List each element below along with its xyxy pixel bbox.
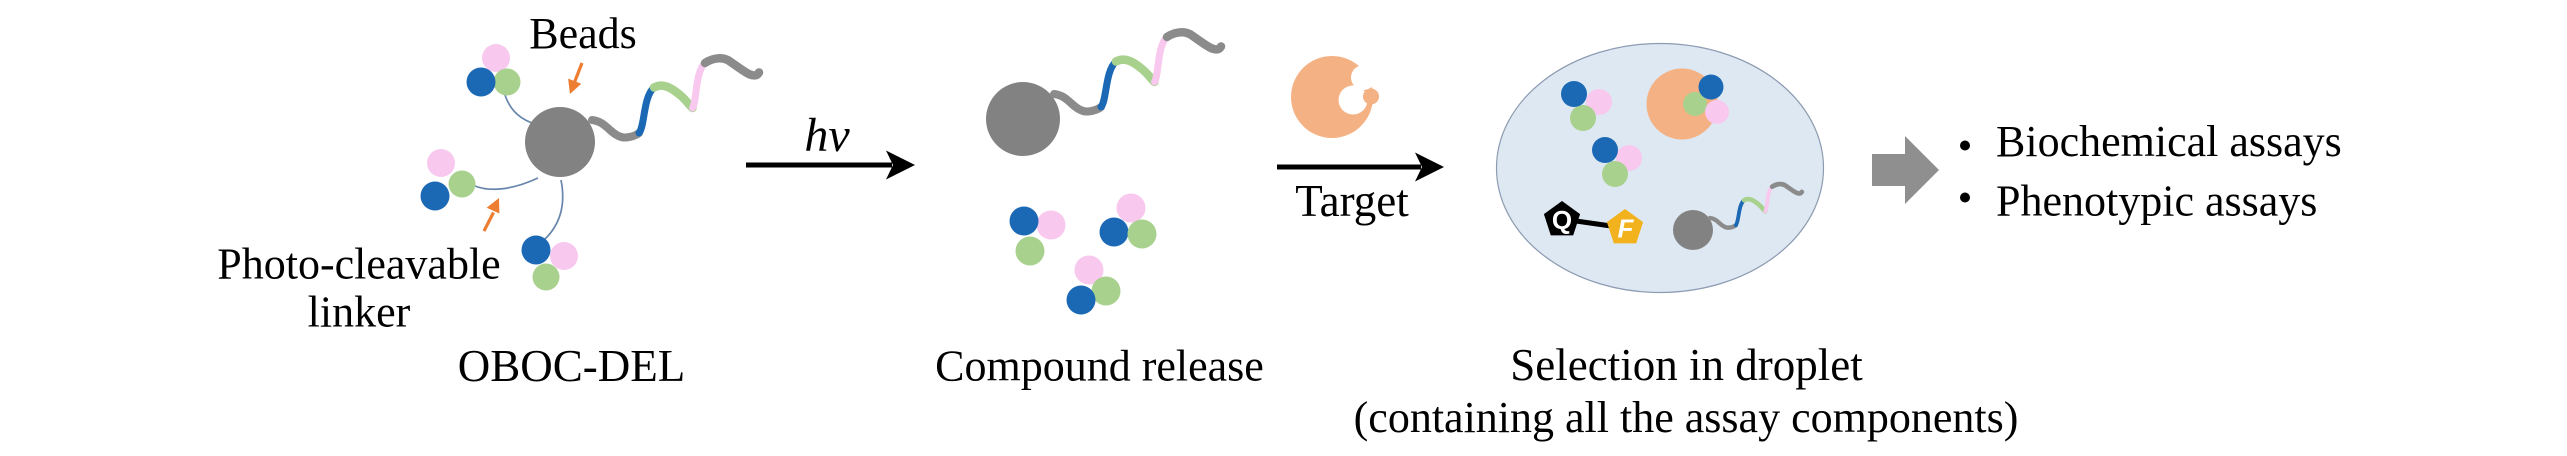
svg-text:Q: Q — [1552, 205, 1572, 235]
svg-text:hv: hv — [804, 109, 850, 162]
svg-text:Photo-cleavable: Photo-cleavable — [217, 240, 500, 289]
svg-text:Phenotypic assays: Phenotypic assays — [1996, 177, 2317, 226]
svg-text:Selection in droplet: Selection in droplet — [1510, 340, 1863, 390]
svg-text:Beads: Beads — [529, 9, 637, 58]
svg-text:Compound release: Compound release — [935, 342, 1264, 391]
svg-text:Target: Target — [1295, 176, 1409, 226]
svg-text:(containing all the assay comp: (containing all the assay components) — [1354, 393, 2019, 442]
svg-text:Biochemical assays: Biochemical assays — [1996, 117, 2342, 166]
svg-text:linker: linker — [308, 288, 411, 337]
svg-text:F: F — [1618, 214, 1635, 244]
svg-text:OBOC-DEL: OBOC-DEL — [458, 341, 685, 391]
